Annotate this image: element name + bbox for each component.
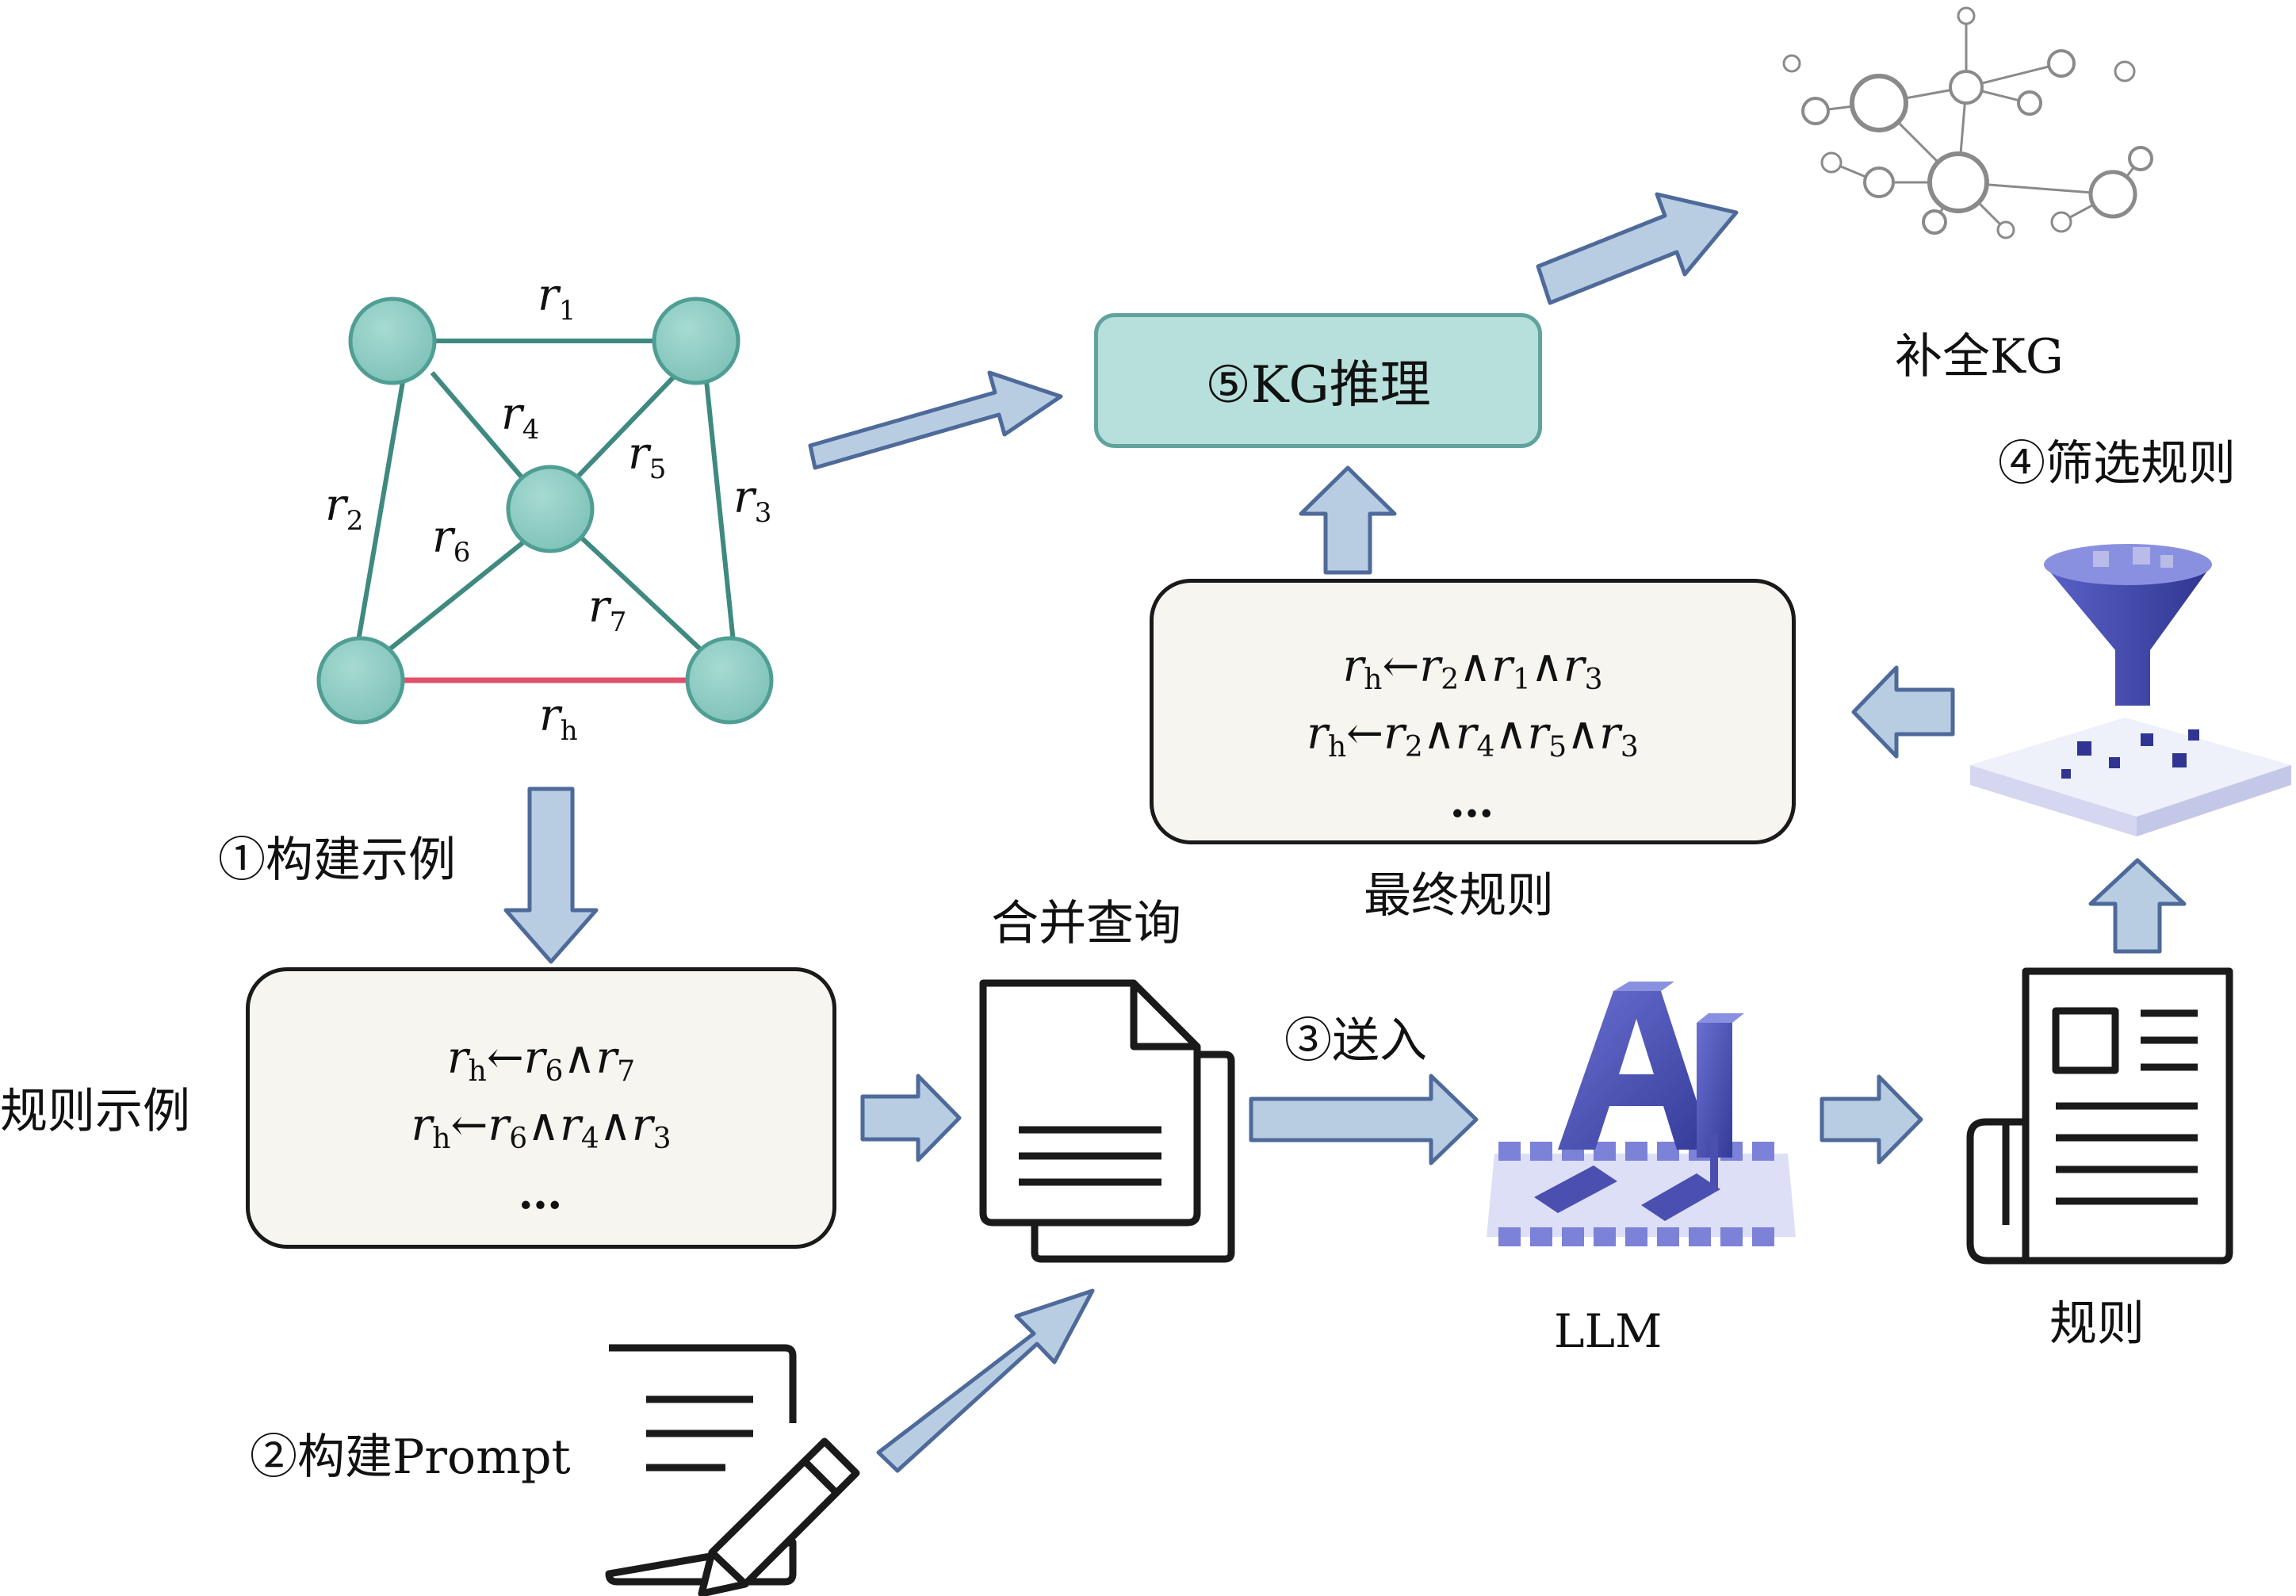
arrow-right-llm-to-rules bbox=[1820, 1074, 1923, 1165]
edge-r7 bbox=[576, 533, 708, 656]
graph-node bbox=[348, 297, 437, 385]
edge-label-r3: r3 bbox=[733, 472, 772, 530]
arrow-up-final-to-kg bbox=[1299, 465, 1397, 575]
example-rules-ellipsis: … bbox=[518, 1167, 564, 1219]
arrow-right-examples-to-merge bbox=[860, 1074, 962, 1162]
final-rules-box: rh←r2∧r1∧r3 rh←r2∧r4∧r5∧r3 … bbox=[1150, 579, 1796, 844]
example-rule-2: rh←r6∧r4∧r3 bbox=[411, 1100, 672, 1155]
arrow-diag-prompt-to-merge bbox=[876, 1288, 1095, 1473]
ai-llm-icon bbox=[1487, 982, 1796, 1246]
step5-label: ⑤KG推理 bbox=[1205, 356, 1431, 415]
step2-label: ②构建Prompt bbox=[250, 1430, 571, 1485]
kg-reasoning-box: ⑤KG推理 bbox=[1094, 313, 1542, 448]
graph-node bbox=[316, 636, 405, 725]
edit-document-icon bbox=[605, 1344, 860, 1596]
funnel-filter-icon bbox=[1970, 544, 2291, 836]
final-rules-ellipsis: … bbox=[1449, 775, 1496, 828]
merge-query-label: 合并查询 bbox=[991, 896, 1181, 951]
edge-label-r1: r1 bbox=[538, 270, 576, 327]
edge-label-rh: rh bbox=[539, 690, 578, 748]
arrow-down-graph-to-examples bbox=[503, 787, 599, 964]
arrows bbox=[503, 192, 2187, 1473]
edge-r5 bbox=[572, 370, 680, 482]
final-rule-2: rh←r2∧r4∧r5∧r3 bbox=[1307, 708, 1639, 764]
graph-node bbox=[652, 297, 740, 385]
edge-label-r5: r5 bbox=[628, 428, 667, 486]
rule-examples-box: rh←r6∧r7 rh←r6∧r4∧r3 … bbox=[246, 967, 836, 1249]
step3-label: ③送入 bbox=[1284, 1013, 1427, 1069]
arrow-left-funnel-to-final bbox=[1851, 665, 1955, 759]
arrow-diag-kg-to-complete bbox=[1536, 192, 1739, 305]
newspaper-icon bbox=[1966, 967, 2233, 1265]
arrow-diag-graph-to-kg bbox=[808, 370, 1063, 470]
example-rule-1: rh←r6∧r7 bbox=[446, 1032, 636, 1088]
final-rule-1: rh←r2∧r1∧r3 bbox=[1342, 641, 1603, 696]
graph-node bbox=[685, 636, 774, 725]
step4-label: ④筛选规则 bbox=[1998, 436, 2236, 492]
arrow-up-rules-to-funnel bbox=[2088, 858, 2187, 954]
complete-kg-label: 补全KG bbox=[1895, 329, 2064, 385]
rule-examples-label: 规则示例 bbox=[0, 1084, 190, 1139]
edge-r3 bbox=[703, 372, 736, 643]
llm-label: LLM bbox=[1554, 1304, 1663, 1358]
edge-r4 bbox=[430, 371, 530, 485]
edge-label-r4: r4 bbox=[501, 388, 540, 446]
arrow-right-merge-to-llm bbox=[1249, 1074, 1479, 1165]
step1-label: ①构建示例 bbox=[218, 832, 456, 888]
relation-graph bbox=[316, 297, 774, 725]
document-stack-icon bbox=[979, 979, 1235, 1263]
edge-r6 bbox=[387, 537, 529, 653]
graph-node bbox=[506, 465, 595, 553]
edge-label-r2: r2 bbox=[325, 480, 364, 538]
knowledge-graph-icon bbox=[1782, 6, 2153, 239]
final-rules-label: 最终规则 bbox=[1364, 868, 1554, 924]
edge-label-r6: r6 bbox=[432, 511, 471, 569]
edge-r2 bbox=[354, 372, 407, 651]
edge-label-r7: r7 bbox=[588, 581, 627, 639]
rules-label: 规则 bbox=[2049, 1296, 2145, 1352]
